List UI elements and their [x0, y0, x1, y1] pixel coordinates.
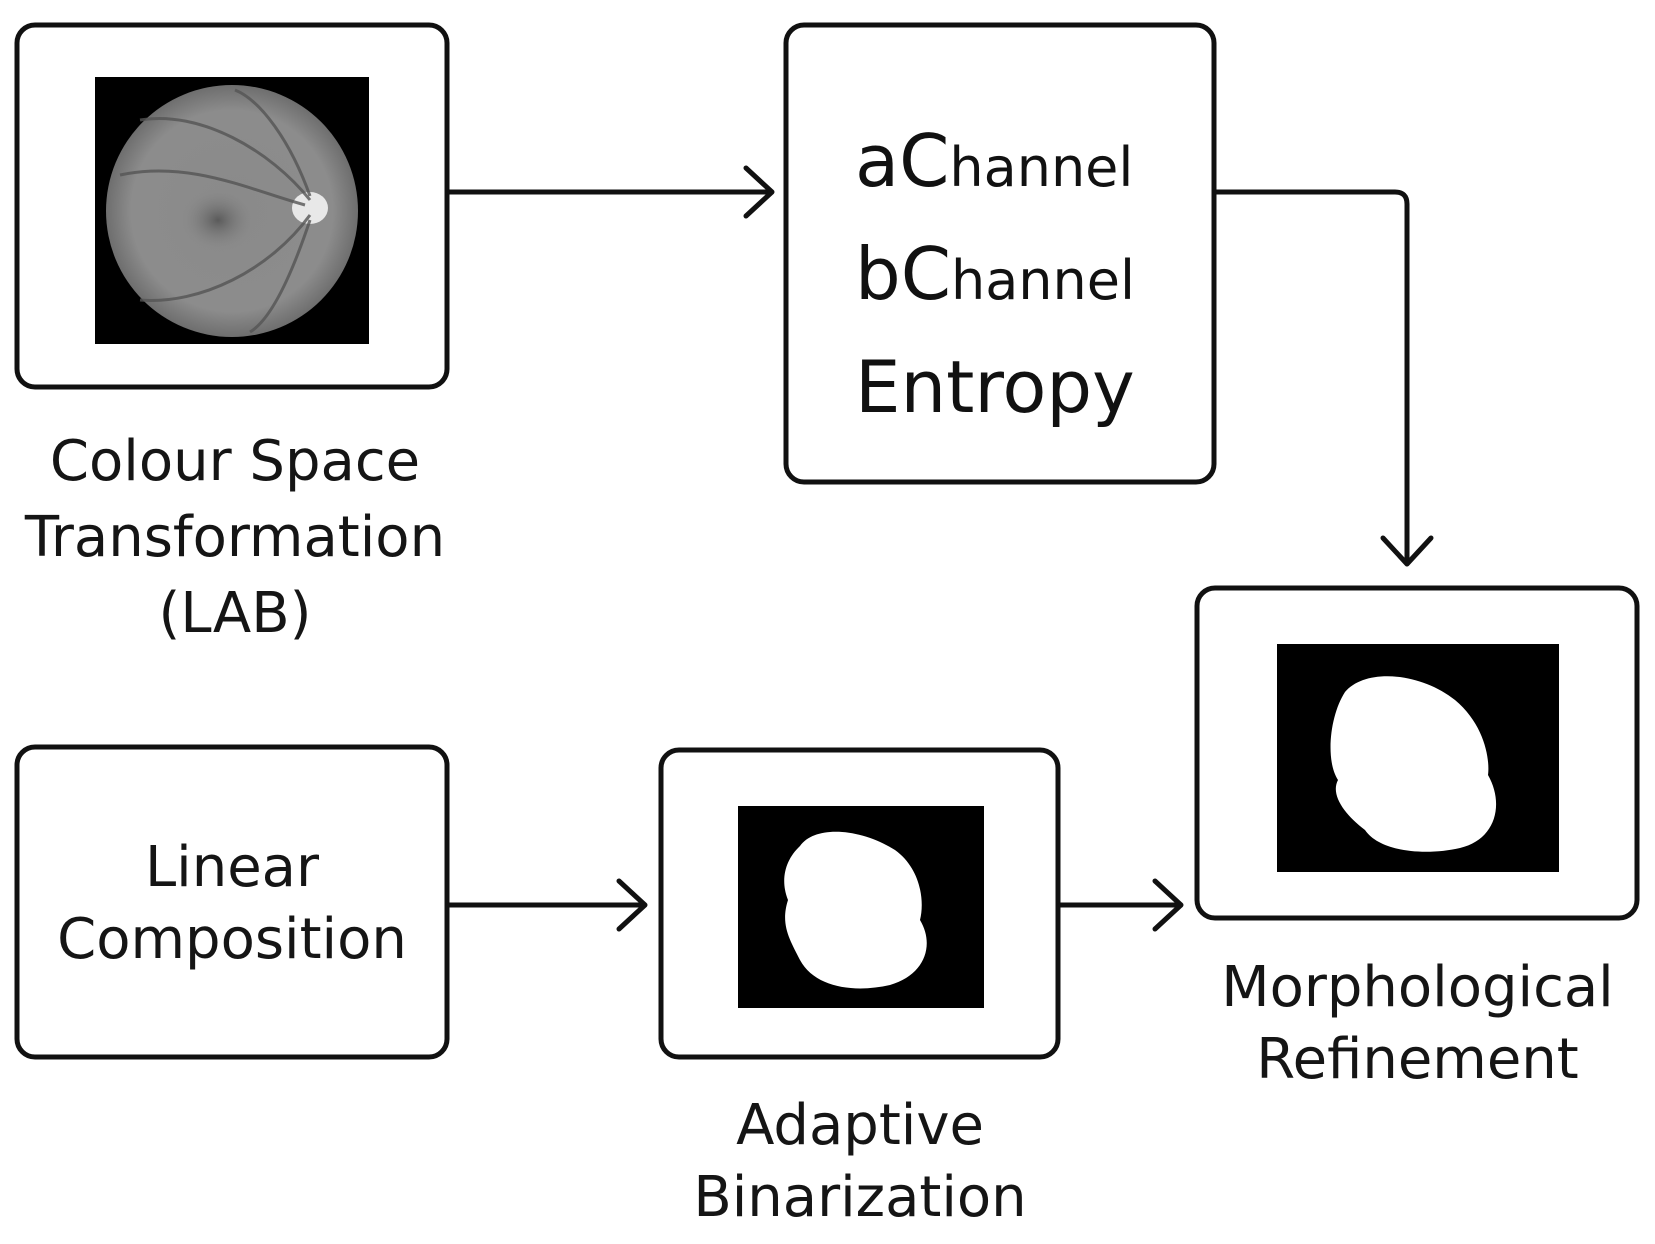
b-channel-label: bChannel	[855, 232, 1135, 316]
binarization-mask-image	[738, 806, 984, 1008]
a-channel-label: aChannel	[855, 119, 1134, 203]
arrow-colour-to-channels	[446, 165, 775, 219]
arrow-channels-to-refinement	[1213, 189, 1434, 567]
arrow-linear-to-binarization	[446, 878, 648, 932]
refinement-mask-image	[1277, 644, 1559, 872]
fundus-image	[95, 77, 369, 344]
linear-composition-box	[14, 744, 450, 1060]
channels-box	[783, 22, 1217, 485]
colour-space-caption: Colour Space Transformation (LAB)	[24, 429, 446, 646]
linear-composition-label: Linear Composition	[57, 835, 407, 972]
adaptive-binarization-caption: Adaptive Binarization	[693, 1093, 1027, 1230]
morphological-refinement-caption: Morphological Refinement	[1221, 955, 1614, 1092]
entropy-label: Entropy	[855, 345, 1135, 429]
channels-list: aChannel bChannel Entropy	[855, 108, 1135, 440]
arrow-binarization-to-refinement	[1057, 878, 1184, 932]
